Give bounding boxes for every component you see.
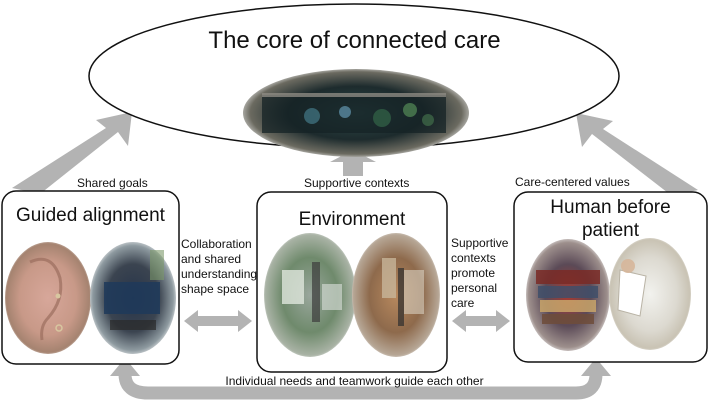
coat-photo	[609, 238, 691, 350]
label-bottom: Individual needs and teamwork guide each…	[0, 374, 709, 388]
label-line: understanding	[181, 267, 257, 282]
box-title-guided-alignment: Guided alignment	[2, 205, 179, 227]
arrow-middle-right	[452, 310, 510, 332]
diagram-title: The core of connected care	[0, 27, 709, 55]
ear-photo	[5, 242, 91, 354]
label-shared-goals: Shared goals	[77, 176, 148, 191]
box-title-line-2: patient	[514, 219, 707, 242]
box-title-environment: Environment	[257, 209, 447, 231]
label-care-centered-values: Care-centered values	[515, 175, 630, 190]
label-line: shape space	[181, 282, 257, 297]
label-line: promote	[451, 266, 508, 281]
label-line: Supportive	[451, 236, 508, 251]
label-line: personal	[451, 281, 508, 296]
box-title-line-1: Human before	[514, 196, 707, 219]
walker-photo	[352, 233, 440, 357]
arrow-left-middle	[184, 310, 252, 332]
core-photo	[243, 69, 469, 157]
label-line: care	[451, 296, 508, 311]
label-line: and shared	[181, 252, 257, 267]
label-line: contexts	[451, 251, 508, 266]
label-line: Collaboration	[181, 237, 257, 252]
label-supportive-contexts: Supportive contexts	[304, 176, 409, 191]
books-photo	[526, 239, 610, 351]
box-title-human-before-patient: Human before patient	[514, 196, 707, 242]
screen-photo	[90, 242, 176, 354]
label-supportive-contexts-promote: Supportive contexts promote personal car…	[451, 236, 508, 311]
label-collaboration: Collaboration and shared understanding s…	[181, 237, 257, 297]
room-photo	[264, 233, 356, 357]
